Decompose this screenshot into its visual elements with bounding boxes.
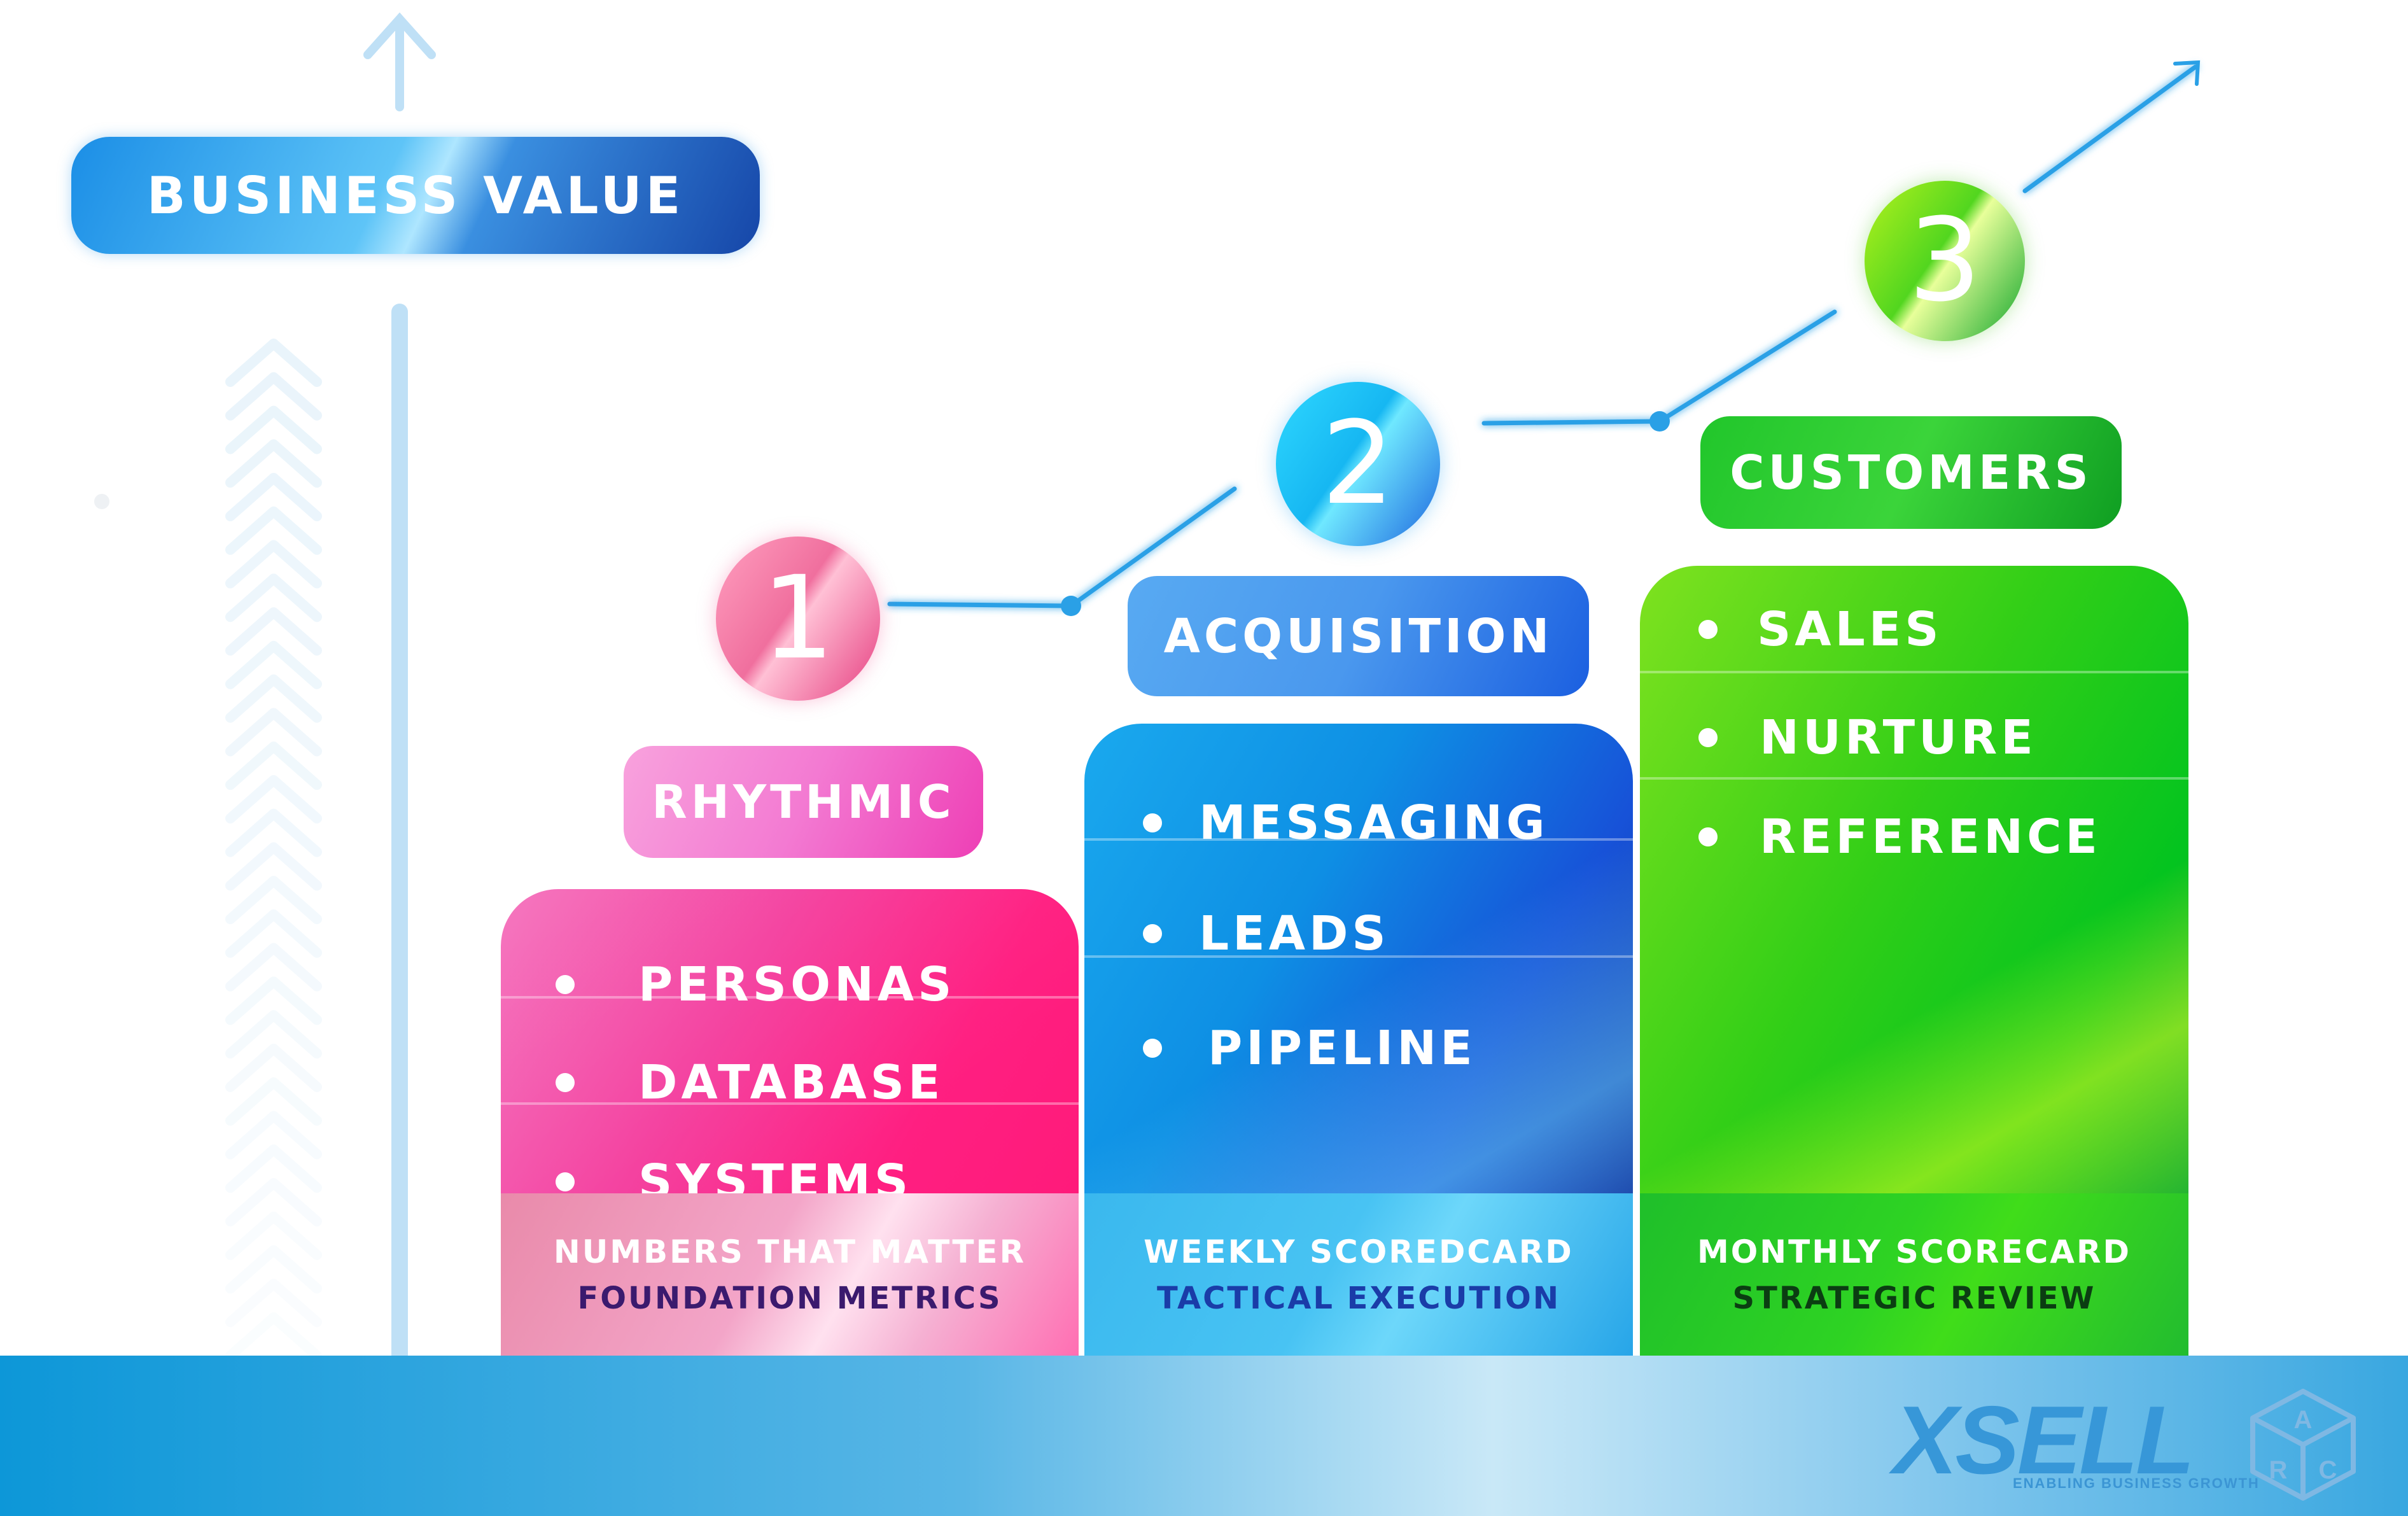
chevron-up-icon [225,372,322,421]
list-item: REFERENCE [1640,799,2188,875]
list-item-label: REFERENCE [1760,810,2101,864]
step-1-circle: 1 [716,537,880,701]
chevron-up-icon [225,1077,322,1126]
list-item: PIPELINE [1084,1010,1633,1086]
bullet-dot-icon [1698,827,1718,846]
bullet-dot-icon [556,975,575,994]
chevron-up-icon [225,1279,322,1328]
bullet-dot-icon [1143,924,1162,943]
logo-wordmark: XSELL [1893,1386,2195,1494]
arrow-up-right-icon [2173,60,2201,86]
badge-letter: A [2294,1406,2313,1434]
chevron-up-icon [225,1312,322,1361]
step-1-title: RHYTHMIC [624,746,983,858]
step-2-footer: WEEKLY SCOREDCARD TACTICAL EXECUTION [1084,1193,1633,1356]
list-item-label: LEADS [1199,906,1390,961]
step-title: ACQUISITION [1163,608,1553,664]
bullet-dot-icon [1698,620,1718,639]
list-item: NURTURE [1640,699,2188,776]
chevron-up-icon [225,1144,322,1193]
chevron-up-icon [225,976,322,1025]
step-3-title: CUSTOMERS [1700,416,2122,529]
footer-subtitle: FOUNDATION METRICS [577,1280,1002,1316]
chevron-up-icon [225,339,322,1361]
list-item-label: PIPELINE [1208,1021,1476,1076]
chevron-up-icon [225,674,322,723]
chevron-up-icon [225,1010,322,1059]
base-band [0,1356,2408,1516]
list-item-label: MESSAGING [1199,796,1549,850]
list-item: SALES [1640,591,2188,668]
chevron-up-icon [225,473,322,522]
bullet-dot-icon [1143,813,1162,832]
chevron-up-icon [225,808,322,857]
chevron-up-icon [225,1245,322,1294]
badge-letter: R [2269,1456,2288,1484]
step-2-column: MESSAGING LEADS PIPELINE WEEKLY SCOREDCA… [1084,724,1633,1356]
cube-icon: A R C [2250,1389,2356,1501]
badge-letter: C [2319,1456,2337,1484]
trend-line [887,64,2198,608]
list-item: PERSONAS [501,946,1079,1023]
axis-label: BUSINESS VALUE [146,165,685,225]
step-3-circle: 3 [1865,181,2025,341]
chevron-up-icon [225,1043,322,1092]
xsell-logo: XSELL ENABLING BUSINESS GROWTH [1893,1386,2258,1494]
logo-tagline: ENABLING BUSINESS GROWTH [2013,1475,2260,1491]
chevron-up-icon [225,909,322,958]
chevron-up-icon [225,506,322,555]
step-1-column: PERSONAS DATABASE SYSTEMS NUMBERS THAT M… [501,889,1079,1356]
footer-subtitle: TACTICAL EXECUTION [1156,1280,1561,1316]
list-item: MESSAGING [1084,785,1633,861]
chevron-up-icon [225,1211,322,1260]
chevron-up-icon [225,842,322,891]
footer-title: WEEKLY SCOREDCARD [1144,1233,1574,1270]
step-2-circle: 2 [1276,382,1440,546]
list-item-label: PERSONAS [638,957,956,1012]
bullet-dot-icon [556,1172,575,1191]
trend-node [1649,411,1670,432]
footer-title: NUMBERS THAT MATTER [553,1233,1026,1270]
step-1-footer: NUMBERS THAT MATTER FOUNDATION METRICS [501,1193,1079,1356]
bullet-dot-icon [1698,728,1718,747]
chevron-up-icon [225,640,322,689]
chevron-up-icon [225,708,322,757]
step-3-footer: MONTHLY SCORECARD STRATEGIC REVIEW [1640,1193,2188,1356]
trend-node [1061,596,1081,616]
chevron-up-icon [225,405,322,454]
chevron-up-icon [225,540,322,589]
chevron-up-icon [225,339,322,387]
bullet-dot-icon [1143,1039,1162,1058]
chevron-up-icon [225,741,322,790]
chevron-up-icon [225,607,322,656]
decorative-dot [94,494,109,509]
arrow-up-icon [363,12,436,111]
chevron-up-icon [225,439,322,488]
chevron-up-icon [225,1111,322,1160]
list-item-label: DATABASE [638,1055,944,1110]
list-item: DATABASE [501,1044,1079,1121]
step-3-column: SALES NURTURE REFERENCE MONTHLY SCORECAR… [1640,566,2188,1356]
list-item: LEADS [1084,895,1633,972]
step-number: 2 [1321,397,1395,530]
footer-title: MONTHLY SCORECARD [1697,1233,2131,1270]
step-2-title: ACQUISITION [1128,576,1589,696]
step-title: CUSTOMERS [1730,445,2092,500]
step-title: RHYTHMIC [652,775,955,829]
chevron-up-icon [225,1177,322,1226]
axis-label-pill: BUSINESS VALUE [71,137,760,254]
list-item-label: SALES [1757,602,1943,657]
chevron-up-icon [225,775,322,824]
chevron-up-icon [225,876,322,925]
step-number: 1 [761,552,835,685]
bullet-dot-icon [556,1073,575,1092]
list-item-label: NURTURE [1760,710,2037,765]
chevron-up-icon [225,573,322,622]
chevron-up-icon [225,943,322,992]
step-number: 3 [1908,194,1982,327]
footer-subtitle: STRATEGIC REVIEW [1732,1280,2096,1316]
